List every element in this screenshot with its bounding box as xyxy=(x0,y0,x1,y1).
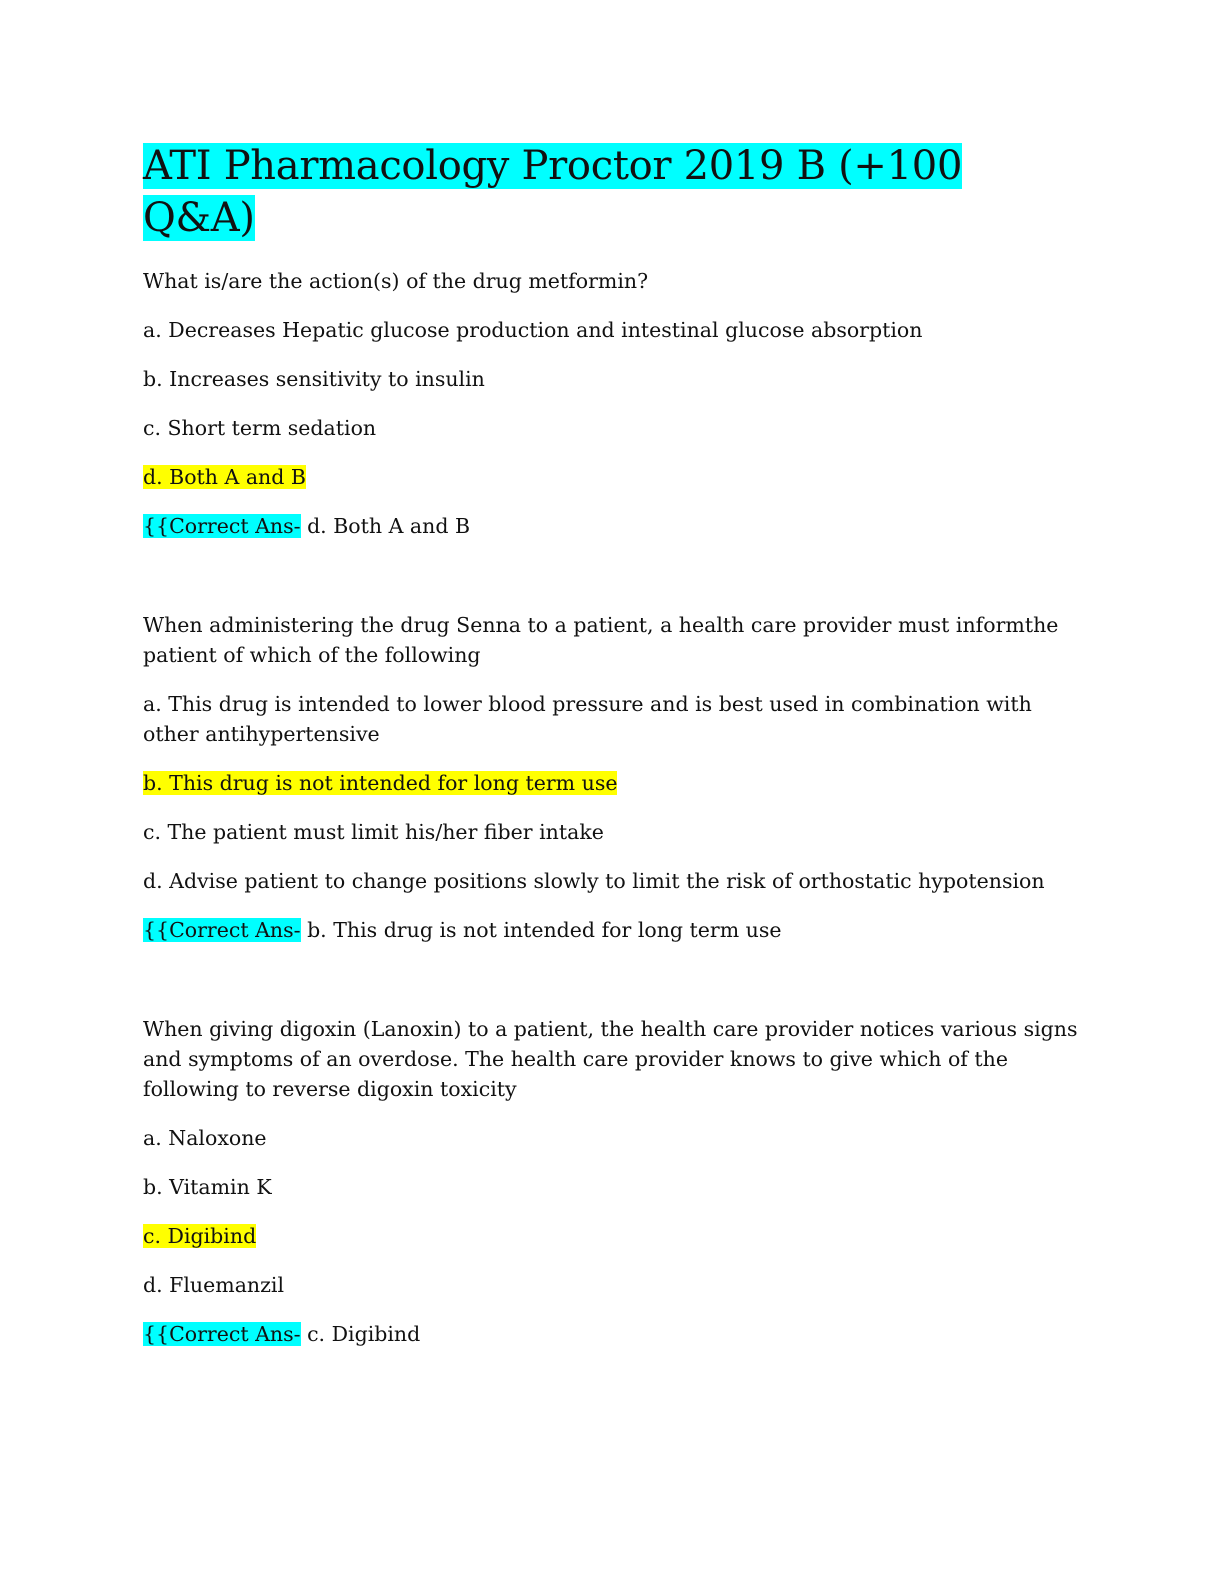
option-a: a. Naloxone xyxy=(143,1126,267,1150)
question-2: When administering the drug Senna to a p… xyxy=(143,610,1083,945)
question-prompt: When giving digoxin (Lanoxin) to a patie… xyxy=(143,1017,1078,1101)
correct-answer-text: b. This drug is not intended for long te… xyxy=(300,918,782,942)
correct-answer-label: {{Correct Ans- xyxy=(143,514,301,538)
option-d: d. Advise patient to change positions sl… xyxy=(143,869,1045,893)
highlighted-answer: c. Digibind xyxy=(143,1224,257,1248)
correct-answer-line: {{Correct Ans- c. Digibind xyxy=(143,1319,1083,1349)
correct-answer-line: {{Correct Ans- b. This drug is not inten… xyxy=(143,915,1083,945)
option-b: b. This drug is not intended for long te… xyxy=(143,768,1083,798)
document-title: ATI Pharmacology Proctor 2019 B (+100 Q&… xyxy=(143,140,1083,244)
option-c: c. The patient must limit his/her fiber … xyxy=(143,820,604,844)
correct-answer-label: {{Correct Ans- xyxy=(143,1322,301,1346)
option-c: c. Short term sedation xyxy=(143,416,377,440)
spacer xyxy=(143,560,1083,610)
option-b: b. Increases sensitivity to insulin xyxy=(143,367,485,391)
option-c: c. Digibind xyxy=(143,1221,1083,1251)
option-a: a. This drug is intended to lower blood … xyxy=(143,692,1032,746)
option-d: d. Both A and B xyxy=(143,462,1083,492)
correct-answer-text: c. Digibind xyxy=(300,1322,421,1346)
correct-answer-label: {{Correct Ans- xyxy=(143,918,301,942)
document-page: ATI Pharmacology Proctor 2019 B (+100 Q&… xyxy=(143,140,1083,1368)
option-b: b. Vitamin K xyxy=(143,1175,272,1199)
question-prompt: What is/are the action(s) of the drug me… xyxy=(143,269,649,293)
question-prompt: When administering the drug Senna to a p… xyxy=(143,613,1059,667)
option-d: d. Fluemanzil xyxy=(143,1273,285,1297)
option-a: a. Decreases Hepatic glucose production … xyxy=(143,318,923,342)
correct-answer-text: d. Both A and B xyxy=(300,514,471,538)
highlighted-answer: b. This drug is not intended for long te… xyxy=(143,771,618,795)
question-3: When giving digoxin (Lanoxin) to a patie… xyxy=(143,1014,1083,1349)
question-1: What is/are the action(s) of the drug me… xyxy=(143,266,1083,541)
spacer xyxy=(143,964,1083,1014)
highlighted-answer: d. Both A and B xyxy=(143,465,306,489)
title-text: ATI Pharmacology Proctor 2019 B (+100 Q&… xyxy=(143,143,963,241)
correct-answer-line: {{Correct Ans- d. Both A and B xyxy=(143,511,1083,541)
